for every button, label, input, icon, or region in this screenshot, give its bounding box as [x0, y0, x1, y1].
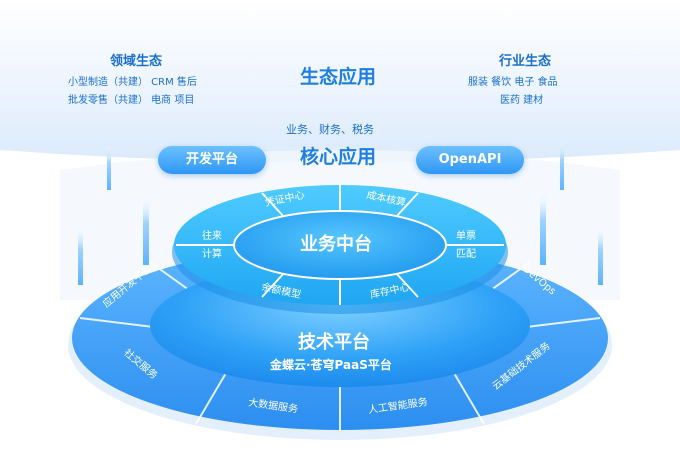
core-subtitle: 业务、财务、税务: [286, 123, 374, 136]
industry-eco-line2: 医药 建材: [500, 95, 544, 106]
tech-platform-subtitle: 金蝶云·苍穹PaaS平台: [270, 358, 392, 372]
light-pillar: [540, 190, 546, 265]
domain-eco-line1: 小型制造（共建） CRM 售后: [68, 77, 197, 88]
openapi-pill: OpenAPI: [416, 146, 524, 174]
industry-eco-title: 行业生态: [499, 54, 552, 69]
domain-eco-title: 领域生态: [110, 54, 163, 69]
light-pillar: [107, 145, 111, 190]
light-pillar: [560, 140, 564, 190]
light-pillar: [143, 195, 149, 265]
domain-eco-line2: 批发零售（共建） 电商 项目: [68, 95, 195, 106]
segment-bill-match-1: 单票: [456, 231, 476, 242]
tech-platform-title: 技术平台: [298, 332, 370, 353]
segment-ar-ap-2: 计算: [202, 249, 222, 260]
segment-ar-ap-1: 往来: [202, 231, 222, 242]
ecosystem-title: 生态应用: [300, 66, 377, 88]
light-pillar: [598, 225, 603, 285]
core-title: 核心应用: [300, 146, 377, 168]
segment-bill-match-2: 匹配: [456, 249, 476, 260]
industry-eco-line1: 服装 餐饮 电子 食品: [468, 77, 558, 88]
ecosystem-canopy: [0, 0, 680, 163]
light-pillar: [78, 225, 83, 285]
dev-platform-pill: 开发平台: [158, 146, 266, 174]
middle-ring-dividers: [176, 185, 504, 305]
business-hub-title: 业务中台: [300, 234, 372, 255]
business-hub-disc: [233, 210, 447, 280]
